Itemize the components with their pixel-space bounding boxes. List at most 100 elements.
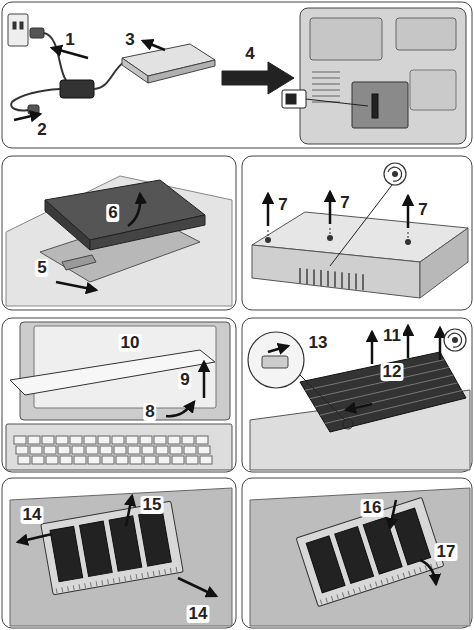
key-row [310, 367, 449, 398]
callout-number: 8 [143, 403, 156, 421]
vent-slot [313, 269, 315, 285]
step-arrow [203, 362, 206, 398]
module-contacts [353, 589, 355, 594]
keyboard-key [102, 456, 114, 464]
module-contacts [118, 577, 120, 582]
module-contacts [359, 587, 361, 592]
vent-slot [334, 272, 336, 288]
memory-module [296, 497, 444, 606]
keyboard-key [28, 436, 40, 444]
memory-module [41, 501, 183, 595]
module-contacts [386, 578, 388, 583]
step-arrow [56, 282, 96, 290]
vent-slot [312, 71, 340, 73]
leader-line [300, 375, 345, 420]
module-contacts [176, 567, 178, 572]
module-contacts [414, 569, 416, 574]
module-contacts [73, 585, 75, 590]
vent-slot [312, 89, 340, 91]
module-contacts [348, 591, 350, 596]
screw-icon [384, 163, 406, 185]
callout-number: 1 [63, 31, 76, 49]
keyboard-key [154, 436, 166, 444]
callout-number: 10 [119, 334, 142, 352]
callout-number: 17 [435, 543, 458, 561]
key-row [305, 360, 444, 391]
callout-number: 15 [141, 496, 164, 514]
keyboard-key [18, 456, 30, 464]
callout-number: 7 [338, 194, 351, 212]
leader-line [306, 99, 368, 106]
module-contacts [364, 585, 366, 590]
module-contacts [96, 581, 98, 586]
key-row [325, 391, 462, 424]
module-contacts [409, 571, 411, 576]
keyboard-key [144, 456, 156, 464]
step-arrow [143, 41, 165, 50]
step-arrow [329, 192, 332, 224]
rotate-symbol [448, 333, 462, 347]
module-contacts [370, 584, 372, 589]
underside-panel [410, 70, 456, 110]
keyboard-key [114, 446, 126, 454]
keyboard-key [70, 436, 82, 444]
keyboard-key [98, 436, 110, 444]
module-contacts [170, 568, 172, 573]
module-contacts [56, 588, 58, 593]
module-contacts [107, 579, 109, 584]
memory-chip [392, 508, 431, 565]
keyboard-key [172, 456, 184, 464]
step-arrow [420, 560, 436, 584]
module-contacts [436, 562, 438, 567]
underside-panel [396, 18, 456, 50]
outlet-slot [20, 22, 23, 29]
door-latch [372, 94, 378, 118]
module-contacts [124, 576, 126, 581]
keyboard-key [42, 436, 54, 444]
detail-inset [248, 332, 304, 388]
vent-slot [355, 274, 357, 290]
step-arrow [439, 328, 442, 360]
power-adapter [60, 80, 94, 98]
step-arrow [52, 48, 88, 58]
closed-laptop [122, 58, 148, 83]
step-panel [242, 478, 472, 628]
module-contacts [147, 572, 149, 577]
battery [45, 200, 90, 250]
step-arrow [371, 332, 374, 364]
keyboard-key [142, 446, 154, 454]
keyboard-key [88, 456, 100, 464]
step-arrow [166, 402, 194, 416]
vent-slot [327, 271, 329, 287]
keyboard-key [196, 436, 208, 444]
keyboard-key [58, 446, 70, 454]
screw [327, 235, 333, 241]
keyboard-key [86, 446, 98, 454]
keyboard-key [84, 436, 96, 444]
dc-plug [28, 105, 39, 114]
vent-slot [348, 273, 350, 289]
laptop-underside [6, 176, 232, 306]
callout-number: 3 [123, 31, 136, 49]
screw-icon [452, 337, 458, 343]
step-panel [2, 318, 236, 472]
step-arrow [128, 194, 140, 226]
module-contacts [425, 566, 427, 571]
key-row [320, 383, 458, 415]
vent-slot [312, 95, 340, 97]
vent-slot [320, 270, 322, 286]
module-contacts [331, 596, 333, 601]
step-arrow [267, 194, 270, 226]
closed-laptop [148, 60, 215, 83]
step-arrow [126, 496, 132, 526]
keyboard-key [186, 456, 198, 464]
step-arrow [390, 500, 396, 528]
vent-slot [341, 272, 343, 288]
callout-number: 2 [35, 121, 48, 139]
screw-path [330, 226, 331, 234]
step-panel [2, 2, 472, 148]
step-arrow [178, 578, 216, 596]
keyboard-cover [10, 350, 215, 395]
screw [405, 239, 411, 245]
keyboard-key [44, 446, 56, 454]
